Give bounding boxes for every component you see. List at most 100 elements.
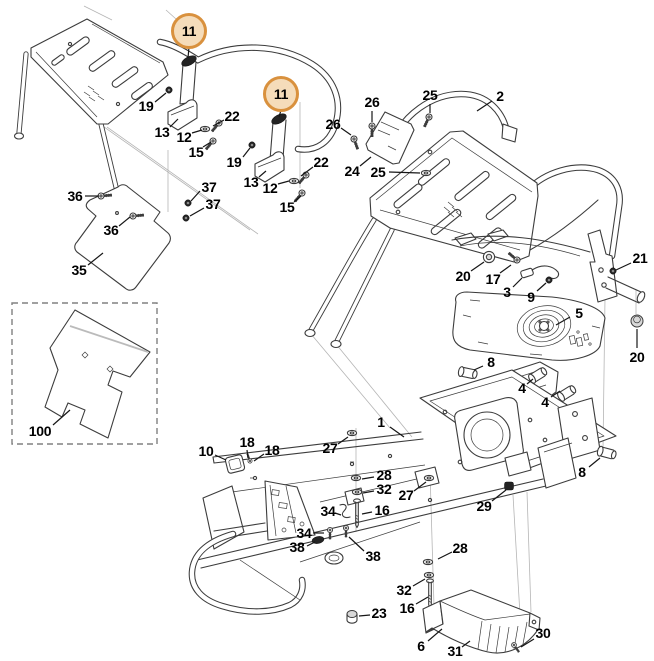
part-label-32-40: 32 [376,481,392,497]
leader-line [293,195,302,203]
part-label-4-32: 4 [518,380,526,396]
panel-35 [74,184,192,291]
leader-line [476,100,493,112]
leader-line [413,481,427,492]
leader-line [389,426,405,438]
part-label-34-44: 34 [320,503,336,519]
part-label-37-13: 37 [201,179,217,195]
leader-line [520,638,535,648]
part-label-25-19: 25 [422,87,438,103]
leader-line [555,316,571,326]
leader-line [258,170,267,178]
skid-plate [422,589,541,655]
leader-line [415,596,429,605]
mid-hardware [451,229,646,328]
leader-line [361,511,373,515]
part-label-35-16: 35 [71,262,87,278]
leader-line [499,264,512,274]
leader-line [306,541,316,547]
leader-line [212,119,225,127]
part-label-11-0[interactable]: 11 [171,13,207,49]
leader-line [334,512,342,516]
part-label-26-21: 26 [325,116,341,132]
leader-line [526,378,534,385]
leader-line [337,436,349,445]
clip-part [504,481,514,491]
part-label-9-27: 9 [527,289,535,305]
leader-line [118,216,131,227]
leader-line [154,92,167,103]
part-label-19-2: 19 [138,98,154,114]
part-label-17-25: 17 [485,271,501,287]
leader-line [512,277,523,288]
leader-line [202,141,212,148]
part-label-16-42: 16 [374,502,390,518]
leader-line [300,166,314,177]
part-label-31-54: 31 [447,643,463,659]
part-label-30-55: 30 [535,625,551,641]
part-label-1-34: 1 [377,414,385,430]
part-label-20-30: 20 [629,349,645,365]
leader-line [358,614,371,617]
leader-line [388,171,421,174]
part-label-15-11: 15 [279,199,295,215]
part-label-23-52: 23 [371,605,387,621]
leader-line [242,147,251,158]
panel-100-group [11,302,158,445]
leader-line [277,180,290,185]
bumper-part [181,55,197,67]
part-label-100-17: 100 [28,423,52,439]
part-label-16-51: 16 [399,600,415,616]
part-label-19-7: 19 [226,154,242,170]
leader-line [169,118,179,128]
hook-part [339,503,351,519]
part-label-27-38: 27 [322,440,338,456]
part-label-28-39: 28 [376,467,392,483]
part-label-20-24: 20 [455,268,471,284]
leader-line [214,454,227,461]
part-label-36-12: 36 [67,188,83,204]
part-label-8-48: 8 [578,464,586,480]
cover-5 [452,291,606,361]
leader-line [615,262,632,271]
part-label-27-41: 27 [398,487,414,503]
part-label-6-53: 6 [417,638,425,654]
part-label-12-9: 12 [262,180,278,196]
leader-line [473,365,484,371]
leader-line [412,578,426,587]
part-label-5-29: 5 [575,305,583,321]
part-label-15-6: 15 [188,144,204,160]
part-label-26-18: 26 [364,94,380,110]
part-label-11-1[interactable]: 11 [263,76,299,112]
part-label-28-49: 28 [452,540,468,556]
leader-line [190,190,201,202]
leader-line [536,282,547,292]
leader-line [461,640,471,648]
leader-line [361,476,375,480]
part-label-4-33: 4 [541,394,549,410]
part-label-10-35: 10 [198,443,214,459]
leader-line [550,390,561,398]
leader-line [191,129,203,134]
alignment-lines [83,5,637,616]
part-label-36-15: 36 [103,222,119,238]
part-label-38-47: 38 [365,548,381,564]
part-label-18-36: 18 [239,434,255,450]
part-label-37-14: 37 [205,196,221,212]
part-label-24-22: 24 [344,163,360,179]
part-label-29-43: 29 [476,498,492,514]
part-label-22-5: 22 [224,108,240,124]
leader-line [340,127,352,136]
leader-line [52,409,71,426]
leader-line [362,490,375,494]
leader-line [189,207,205,217]
part-label-3-26: 3 [503,284,511,300]
part-label-2-20: 2 [496,88,504,104]
leader-line [348,536,365,552]
main-frame [188,369,618,615]
leader-line [427,628,443,642]
leader-line [588,457,601,468]
leader-line [470,261,485,272]
